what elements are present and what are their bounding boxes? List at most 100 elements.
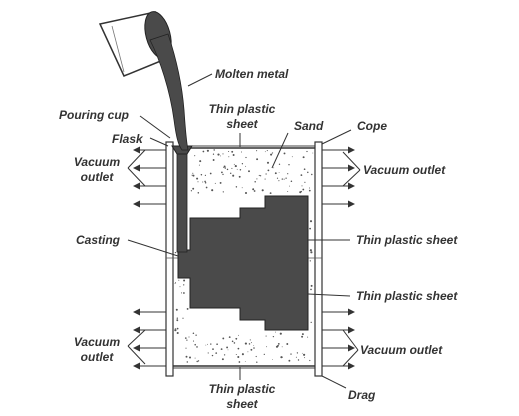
sand-grain — [259, 175, 262, 177]
sand-grain — [176, 319, 179, 322]
sand-grain — [290, 353, 292, 355]
label-cope: Cope — [357, 119, 387, 133]
label-vacuum-outlet-left-bottom-2: outlet — [81, 350, 115, 364]
label-thin-plastic-sheet-bottom-2: sheet — [226, 397, 258, 411]
sand-grain — [197, 360, 200, 362]
sand-grain — [232, 154, 235, 156]
label-sand: Sand — [294, 119, 324, 133]
sand-grain — [286, 343, 289, 345]
sand-grain — [245, 165, 247, 167]
label-thin-plastic-sheet-right-2: Thin plastic sheet — [356, 289, 458, 303]
sand-grain — [254, 180, 256, 183]
sand-grain — [233, 163, 235, 165]
sand-grain — [209, 172, 212, 175]
sand-grain — [308, 189, 311, 192]
sand-grain — [273, 167, 275, 169]
flask-wall-left — [165, 141, 174, 377]
sand-grain — [220, 348, 223, 350]
sand-grain — [239, 169, 242, 171]
vacuum-arrows-left-top — [127, 146, 166, 208]
sand-grain — [202, 181, 204, 183]
vacuum-arrows-right-bottom — [322, 308, 359, 370]
sand-grain — [231, 150, 234, 153]
sand-grain — [310, 251, 313, 254]
sand-grain — [307, 336, 309, 338]
sand-grain — [211, 354, 214, 357]
sand-grain — [300, 190, 302, 193]
sand-grain — [185, 347, 187, 349]
sand-grain — [303, 168, 306, 171]
sand-grain — [235, 186, 238, 188]
sand-grain — [266, 150, 268, 152]
sand-grain — [175, 282, 176, 284]
sand-grain — [222, 191, 224, 193]
sand-grain — [264, 151, 266, 153]
sand-grain — [192, 187, 195, 190]
sand-grain — [219, 181, 222, 184]
label-pouring-cup: Pouring cup — [59, 108, 129, 122]
sand-grain — [248, 170, 250, 173]
sand-grain — [295, 356, 297, 358]
sand-grain — [309, 220, 313, 223]
sand-grain — [228, 336, 231, 339]
sand-grain — [274, 172, 277, 175]
sand-grain — [192, 174, 195, 177]
sand-grain — [183, 292, 185, 294]
sand-grain — [196, 360, 198, 363]
sand-grain — [285, 177, 287, 179]
sand-grain — [302, 188, 305, 191]
label-thin-plastic-sheet-right-1: Thin plastic sheet — [356, 233, 458, 247]
sand-grain — [220, 155, 222, 157]
sand-grain — [275, 331, 276, 333]
sand-grain — [301, 333, 304, 336]
sand-grain — [312, 152, 314, 154]
label-vacuum-outlet-left-top-2: outlet — [81, 170, 115, 184]
label-drag: Drag — [348, 388, 376, 402]
sand-grain — [198, 164, 200, 166]
sand-grain — [272, 359, 273, 360]
sand-grain — [185, 355, 188, 358]
sand-grain — [310, 284, 313, 287]
sand-grain — [300, 174, 303, 177]
sand-grain — [184, 337, 187, 339]
sand-grain — [232, 174, 235, 177]
sand-grain — [283, 152, 286, 155]
sand-grain — [194, 357, 196, 359]
sand-grain — [205, 186, 208, 189]
sand-grain — [279, 332, 282, 335]
sand-grain — [277, 343, 280, 345]
sand-grain — [290, 180, 293, 182]
label-thin-plastic-sheet-bottom-1: Thin plastic — [209, 382, 276, 396]
sand-grain — [241, 163, 244, 165]
sand-grain — [196, 177, 199, 180]
sand-grain — [253, 189, 254, 191]
sand-grain — [238, 334, 239, 336]
sand-grain — [244, 342, 247, 345]
molten-metal-stream — [149, 33, 189, 151]
sand-grain — [304, 181, 306, 183]
sand-grain — [188, 336, 190, 338]
sand-grain — [244, 191, 248, 195]
sand-grain — [237, 355, 240, 359]
sand-grain — [307, 171, 309, 174]
sand-grain — [309, 249, 312, 252]
sand-grain — [309, 187, 310, 189]
sand-grain — [309, 359, 311, 362]
sand-grain — [247, 351, 249, 353]
sand-grain — [265, 173, 267, 175]
sand-grain — [191, 174, 193, 176]
sand-grain — [283, 178, 285, 180]
sand-grain — [180, 292, 183, 294]
sand-grain — [204, 181, 207, 184]
label-thin-plastic-sheet-top-1: Thin plastic — [209, 102, 276, 116]
sand-grain — [213, 149, 215, 151]
sand-grain — [265, 335, 267, 337]
sand-grain — [196, 346, 198, 348]
sand-grain — [271, 152, 273, 154]
sand-grain — [224, 167, 226, 169]
sand-grain — [194, 343, 196, 346]
sand-grain — [264, 178, 266, 180]
sand-grain — [226, 346, 229, 349]
sand-grain — [174, 329, 177, 332]
